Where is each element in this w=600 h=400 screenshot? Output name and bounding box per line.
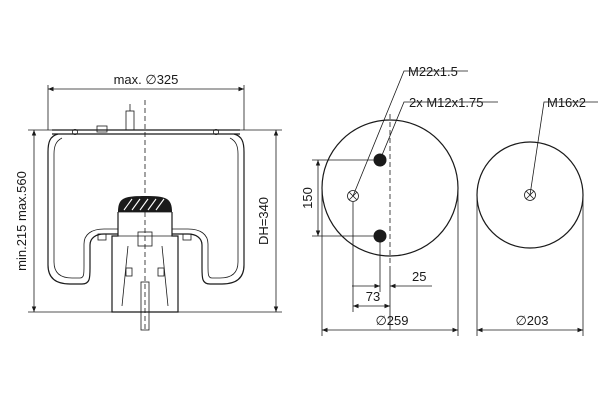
piston-boss-left xyxy=(125,267,133,277)
m22-label: M22x1.5 xyxy=(408,64,458,79)
dim73-label: 73 xyxy=(366,289,380,304)
bottom-plate-view: M16x2 ∅203 xyxy=(476,95,598,336)
bottom-plate-circle xyxy=(476,141,584,249)
design-height-label: DH=340 xyxy=(256,197,271,245)
piston-rib-left xyxy=(121,245,129,307)
dim25-label: 25 xyxy=(412,269,426,284)
bellows-right-outer xyxy=(172,133,245,285)
bead-tab-right xyxy=(182,233,192,241)
piston-rib-right xyxy=(161,245,169,307)
piston-nut xyxy=(137,231,153,247)
top-plate-rivet-left xyxy=(72,128,79,135)
m22-leader xyxy=(352,70,468,197)
m22-air-inlet xyxy=(347,190,359,202)
m16-leader xyxy=(529,101,598,196)
dim203-label: ∅203 xyxy=(515,313,548,328)
bottom-stud xyxy=(140,281,150,331)
m16-hole xyxy=(524,189,536,201)
m16-label: M16x2 xyxy=(547,95,586,110)
top-nut xyxy=(96,125,108,133)
top-plate-circle xyxy=(321,119,459,257)
m12-leader xyxy=(379,101,498,161)
stroke-range-label: min.215 max.560 xyxy=(14,171,29,271)
top-plate-view: M22x1.5 2x M12x1.75 150 25 73 ∅259 xyxy=(300,64,498,336)
m12-label: 2x M12x1.75 xyxy=(409,95,483,110)
top-stud xyxy=(125,110,135,131)
bellows-left-inner xyxy=(53,137,118,279)
bellows-left-outer xyxy=(47,133,118,285)
piston-boss-right xyxy=(157,267,165,277)
dim150-label: 150 xyxy=(300,187,315,209)
top-plate-rivet-right xyxy=(212,128,219,135)
dim259-label: ∅259 xyxy=(375,313,408,328)
bellows-right-inner xyxy=(172,137,239,279)
bump-stop-hatching xyxy=(123,198,165,211)
bead-tab-left xyxy=(97,233,107,241)
side-view: max. ∅325 min.215 max.560 DH=340 xyxy=(14,72,282,331)
m12-hole-lower xyxy=(373,229,387,243)
max-diameter-label: max. ∅325 xyxy=(114,72,179,87)
